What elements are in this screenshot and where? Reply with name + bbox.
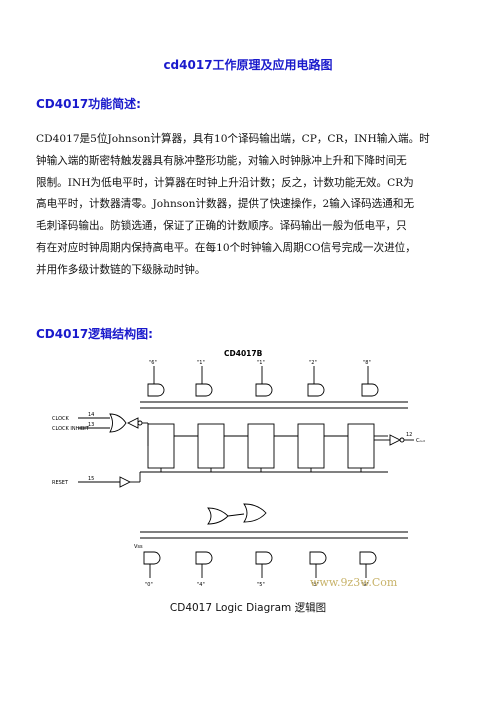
- pin-number: 14: [88, 412, 94, 418]
- and-gate: [143, 551, 161, 565]
- logic-diagram: CD4017B: [52, 349, 426, 589]
- chip-label: CD4017B: [224, 349, 263, 358]
- pin-number: 13: [88, 422, 94, 428]
- output-label: "6": [149, 360, 157, 366]
- flip-flop: [347, 423, 375, 469]
- output-label: "4": [197, 582, 205, 588]
- clock-inhibit-label: CLOCK INHIBIT: [52, 426, 90, 432]
- and-gate: [255, 383, 273, 397]
- paragraph-line: 钟输入端的斯密特触发器具有脉冲整形功能，对输入时钟脉冲上升和下降时间无: [36, 154, 407, 167]
- diagram-caption: CD4017 Logic Diagram 逻辑图: [169, 602, 327, 614]
- paragraph-line: 并用作多级计数链的下级脉动时钟。: [36, 263, 206, 276]
- and-gate: [147, 383, 165, 397]
- and-gate: [307, 383, 325, 397]
- section-heading-logic: CD4017逻辑结构图:: [36, 327, 153, 341]
- paragraph-line: CD4017是5位Johnson计算器，具有10个译码输出端，CP，CR，INH…: [36, 133, 430, 145]
- output-label: "5": [257, 582, 265, 588]
- clock-input-label: CLOCK: [52, 416, 70, 422]
- output-label: "9": [361, 582, 369, 588]
- output-label: "8": [363, 360, 371, 366]
- output-label: "3": [311, 582, 319, 588]
- flip-flop: [247, 423, 275, 469]
- output-label: "1": [197, 360, 205, 366]
- pin-number: 12: [406, 432, 412, 438]
- paragraph-line: 限制。INH为低电平时，计算器在时钟上升沿计数；反之，计数功能无效。CR为: [36, 176, 414, 189]
- nor-gate: [109, 413, 127, 433]
- page-title: cd4017工作原理及应用电路图: [163, 58, 333, 72]
- output-label: "2": [309, 360, 317, 366]
- flip-flop: [197, 423, 225, 469]
- flip-flop: [147, 423, 175, 469]
- flip-flop-row: [147, 423, 375, 469]
- vss-label: Vss: [134, 544, 143, 550]
- output-label: "1": [257, 360, 265, 366]
- pin-number: 15: [88, 476, 94, 482]
- and-gate: [255, 551, 273, 565]
- paragraph-line: 毛刺译码输出。防锁选通，保证了正确的计数顺序。译码输出一般为低电平，只: [36, 220, 407, 233]
- cout-label: Cₒᵤₜ: [416, 438, 426, 444]
- and-gate: [195, 551, 213, 565]
- flip-flop: [297, 423, 325, 469]
- watermark: www.9z3w.Com: [310, 576, 398, 589]
- nor-gate: [207, 507, 229, 525]
- nor-gate: [243, 503, 267, 523]
- and-gate: [195, 383, 213, 397]
- top-gate-row: [147, 383, 379, 397]
- section-heading-function: CD4017功能简述:: [36, 97, 141, 111]
- and-gate: [359, 551, 377, 565]
- and-gate: [361, 383, 379, 397]
- bottom-gate-row: [143, 551, 377, 565]
- reset-input-label: RESET: [52, 480, 69, 486]
- output-label: "0": [145, 582, 153, 588]
- and-gate: [309, 551, 327, 565]
- paragraph-line: 高电平时，计数器清零。Johnson计数器，提供了快速操作，2输入译码选通和无: [36, 198, 415, 211]
- paragraph-line: 有在对应时钟周期内保持高电平。在每10个时钟输入周期CO信号完成一次进位，: [36, 241, 416, 254]
- function-description: CD4017是5位Johnson计算器，具有10个译码输出端，CP，CR，INH…: [36, 129, 464, 282]
